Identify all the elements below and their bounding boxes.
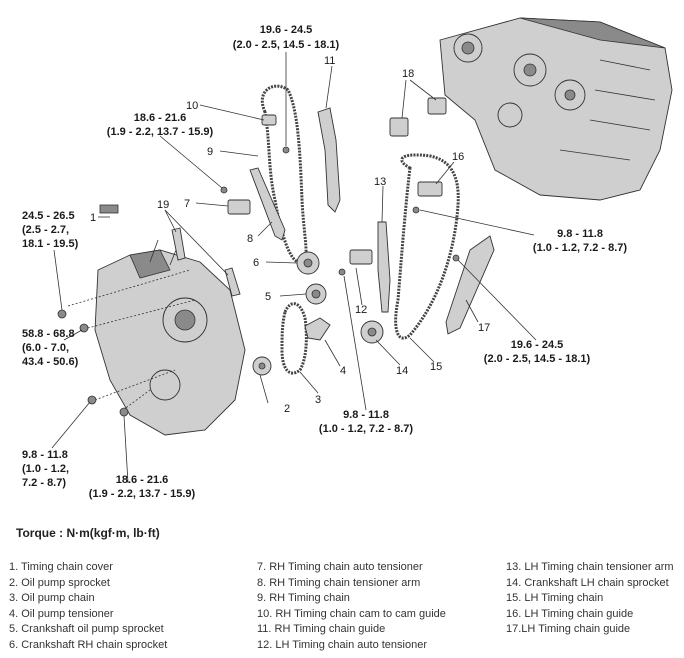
part-number-5: 5 bbox=[265, 291, 271, 303]
lh-chain-guide-16 bbox=[417, 181, 443, 197]
crankshaft-oil-pump-sprocket bbox=[305, 283, 327, 305]
exploded-view-diagram: 19.6 - 24.5 (2.0 - 2.5, 14.5 - 18.1) 18.… bbox=[22, 17, 673, 500]
part-number-labels: 1 2 3 4 5 6 7 8 9 10 11 12 13 14 15 16 1… bbox=[90, 55, 490, 415]
svg-text:9.8 - 11.8: 9.8 - 11.8 bbox=[557, 228, 603, 240]
lh-chain-guide-17 bbox=[445, 235, 495, 335]
svg-text:(1.9 - 2.2, 13.7 - 15.9): (1.9 - 2.2, 13.7 - 15.9) bbox=[107, 126, 214, 138]
legend-item: 2. Oil pump sprocket bbox=[9, 576, 110, 589]
cam-parts-18 bbox=[389, 97, 447, 137]
legend-item: 9. RH Timing chain bbox=[257, 592, 350, 604]
legend-item: 5. Crankshaft oil pump sprocket bbox=[9, 623, 164, 635]
part-number-11: 11 bbox=[324, 55, 335, 67]
part-number-18: 18 bbox=[402, 68, 414, 80]
part-number-6: 6 bbox=[253, 257, 259, 269]
legend-item: 7. RH Timing chain auto tensioner bbox=[257, 561, 423, 573]
svg-text:24.5 - 26.5: 24.5 - 26.5 bbox=[22, 210, 75, 222]
part-number-4: 4 bbox=[340, 365, 346, 377]
part-number-12: 12 bbox=[355, 304, 367, 316]
rh-cam-to-cam-guide bbox=[261, 114, 277, 126]
legend-item: 4. Oil pump tensioner bbox=[9, 607, 114, 620]
torque-callout-lh-guide: 9.8 - 11.8 (1.0 - 1.2, 7.2 - 8.7) bbox=[533, 228, 627, 254]
rh-auto-tensioner bbox=[227, 199, 251, 215]
legend-item: 17.LH Timing chain guide bbox=[506, 623, 631, 635]
leader-lines bbox=[98, 65, 479, 404]
svg-text:7.2 - 8.7): 7.2 - 8.7) bbox=[22, 477, 66, 489]
svg-text:43.4 - 50.6): 43.4 - 50.6) bbox=[22, 356, 79, 368]
rh-tensioner-arm bbox=[249, 167, 286, 241]
torque-callout-cover-middle: 58.8 - 68.8 (6.0 - 7.0, 43.4 - 50.6) bbox=[22, 328, 79, 368]
gaskets-19 bbox=[171, 227, 241, 297]
svg-text:(1.0 - 1.2, 7.2 - 8.7): (1.0 - 1.2, 7.2 - 8.7) bbox=[319, 423, 413, 435]
legend-item: 8. RH Timing chain tensioner arm bbox=[257, 576, 421, 589]
legend-column-2: 7. RH Timing chain auto tensioner 8. RH … bbox=[257, 560, 446, 653]
svg-text:(1.0 - 1.2, 7.2 - 8.7): (1.0 - 1.2, 7.2 - 8.7) bbox=[533, 242, 627, 254]
part-number-16: 16 bbox=[452, 151, 464, 163]
torque-callout-rh-tensioner: 18.6 - 21.6 (1.9 - 2.2, 13.7 - 15.9) bbox=[107, 112, 214, 138]
rh-chain-guide bbox=[317, 107, 341, 213]
oil-pump-sprocket bbox=[252, 356, 272, 376]
svg-text:18.1 - 19.5): 18.1 - 19.5) bbox=[22, 238, 79, 250]
svg-text:(1.0 - 1.2,: (1.0 - 1.2, bbox=[22, 463, 69, 475]
svg-text:19.6 - 24.5: 19.6 - 24.5 bbox=[511, 339, 564, 351]
legend-item: 15. LH Timing chain bbox=[506, 592, 604, 604]
crankshaft-rh-sprocket bbox=[296, 251, 320, 275]
timing-chain-cover-illustration bbox=[94, 204, 246, 436]
svg-text:9.8 - 11.8: 9.8 - 11.8 bbox=[343, 409, 389, 421]
legend-column-1: 1. Timing chain cover 2. Oil pump sprock… bbox=[9, 560, 167, 653]
torque-callout-top: 19.6 - 24.5 (2.0 - 2.5, 14.5 - 18.1) bbox=[233, 24, 340, 51]
lh-tensioner-arm bbox=[377, 221, 391, 313]
legend-item: 6. Crankshaft RH chain sprocket bbox=[9, 638, 168, 651]
torque-units-heading: Torque : N·m(kgf·m, lb·ft) bbox=[16, 526, 160, 540]
legend-item: 10. RH Timing chain cam to cam guide bbox=[257, 607, 446, 620]
svg-text:(2.0 - 2.5, 14.5 - 18.1): (2.0 - 2.5, 14.5 - 18.1) bbox=[233, 39, 340, 51]
part-number-10: 10 bbox=[186, 100, 198, 112]
part-number-3: 3 bbox=[315, 394, 321, 406]
part-number-8: 8 bbox=[247, 233, 253, 245]
legend-item: 14. Crankshaft LH chain sprocket bbox=[506, 576, 669, 589]
torque-callout-cover-lower: 9.8 - 11.8 (1.0 - 1.2, 7.2 - 8.7) bbox=[22, 449, 69, 489]
legend-item: 12. LH Timing chain auto tensioner bbox=[257, 638, 427, 651]
svg-text:58.8 - 68.8: 58.8 - 68.8 bbox=[22, 328, 75, 340]
legend-item: 16. LH Timing chain guide bbox=[506, 607, 634, 620]
part-number-14: 14 bbox=[396, 365, 408, 377]
part-number-17: 17 bbox=[478, 322, 490, 334]
engine-block-illustration bbox=[439, 17, 673, 201]
part-number-13: 13 bbox=[374, 176, 386, 188]
legend-item: 13. LH Timing chain tensioner arm bbox=[506, 561, 674, 573]
torque-callout-lh-tensioner: 9.8 - 11.8 (1.0 - 1.2, 7.2 - 8.7) bbox=[319, 409, 413, 435]
legend-item: 11. RH Timing chain guide bbox=[257, 623, 386, 635]
svg-text:18.6 - 21.6: 18.6 - 21.6 bbox=[134, 112, 187, 124]
svg-text:19.6 - 24.5: 19.6 - 24.5 bbox=[260, 24, 313, 36]
svg-text:9.8 - 11.8: 9.8 - 11.8 bbox=[22, 449, 68, 461]
part-number-2: 2 bbox=[284, 403, 290, 415]
svg-text:(1.9 - 2.2, 13.7 - 15.9): (1.9 - 2.2, 13.7 - 15.9) bbox=[89, 488, 196, 500]
part-number-15: 15 bbox=[430, 361, 442, 373]
svg-text:(2.5 - 2.7,: (2.5 - 2.7, bbox=[22, 224, 69, 236]
torque-callout-cover-upper: 24.5 - 26.5 (2.5 - 2.7, 18.1 - 19.5) bbox=[22, 210, 79, 250]
part-number-1: 1 bbox=[90, 212, 96, 224]
crankshaft-lh-sprocket bbox=[360, 320, 384, 344]
legend-item: 1. Timing chain cover bbox=[9, 561, 113, 573]
part-number-7: 7 bbox=[184, 198, 190, 210]
part-number-9: 9 bbox=[207, 146, 213, 158]
legend-column-3: 13. LH Timing chain tensioner arm 14. Cr… bbox=[506, 560, 674, 638]
legend-item: 3. Oil pump chain bbox=[9, 592, 95, 604]
svg-text:(2.0 - 2.5, 14.5 - 18.1): (2.0 - 2.5, 14.5 - 18.1) bbox=[484, 353, 591, 365]
oil-pump-tensioner bbox=[304, 317, 331, 341]
torque-callout-lh-guide-lower: 19.6 - 24.5 (2.0 - 2.5, 14.5 - 18.1) bbox=[484, 339, 591, 365]
lh-auto-tensioner bbox=[349, 249, 373, 265]
svg-text:18.6 - 21.6: 18.6 - 21.6 bbox=[116, 474, 169, 486]
svg-text:(6.0 - 7.0,: (6.0 - 7.0, bbox=[22, 342, 69, 354]
torque-callout-cover-bottom: 18.6 - 21.6 (1.9 - 2.2, 13.7 - 15.9) bbox=[89, 474, 196, 500]
part-number-19: 19 bbox=[157, 199, 169, 211]
